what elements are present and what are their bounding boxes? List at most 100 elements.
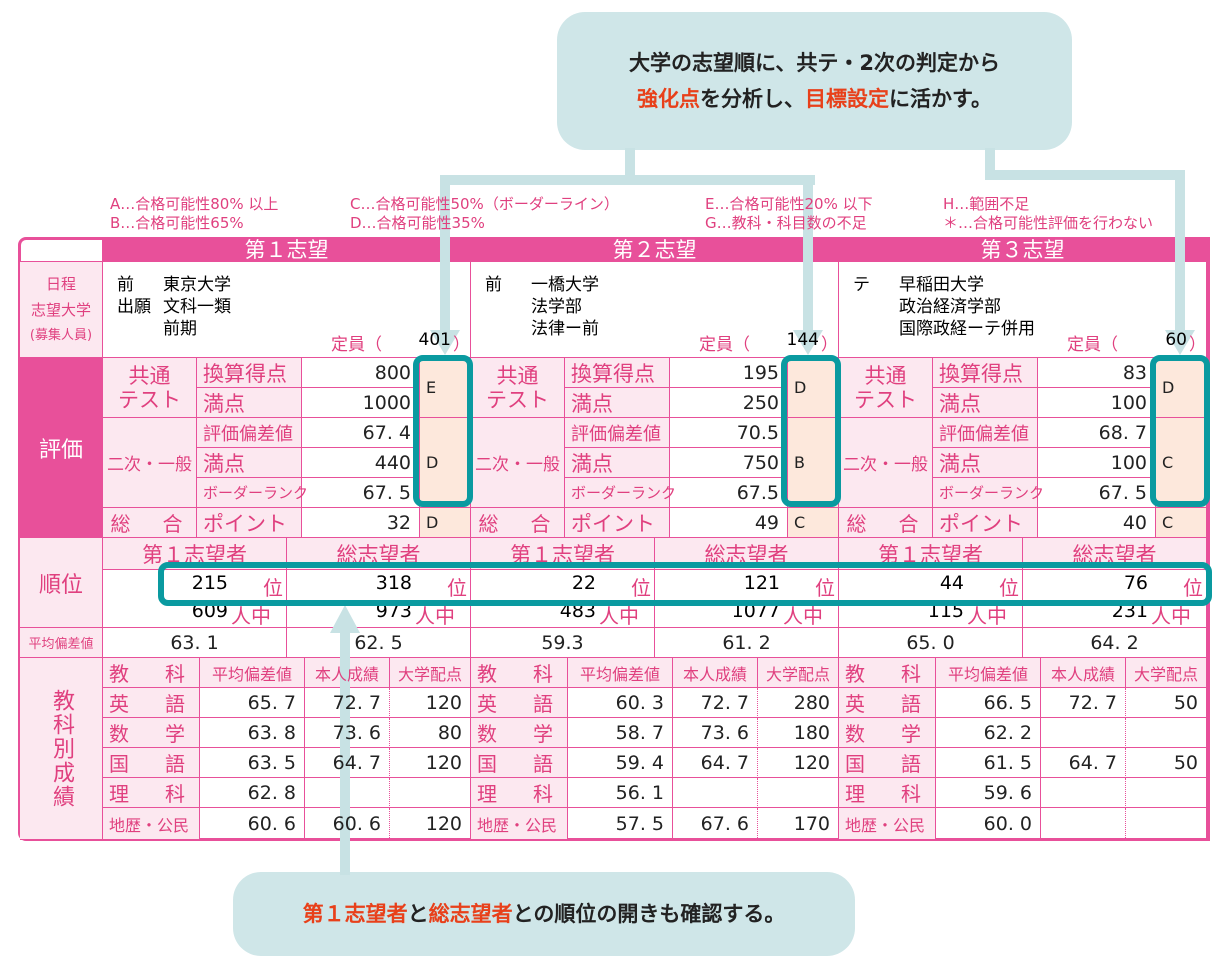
subject-name: 地歴・公民 bbox=[471, 808, 568, 840]
subject-name-text: 国 語 bbox=[477, 752, 561, 776]
total-grade-text: D bbox=[426, 513, 439, 532]
eval-value-text: 67. 5 bbox=[1098, 481, 1147, 504]
subject-value bbox=[1126, 808, 1207, 840]
subject-value-text: 59. 4 bbox=[615, 751, 664, 774]
university-text-text: 政治経済学部 bbox=[899, 297, 1001, 317]
callout-line: 大学の志望順に、共テ・2次の判定から bbox=[629, 51, 1000, 75]
rank-unit-text: 位 bbox=[263, 576, 283, 600]
callout-text: に活かす。 bbox=[889, 87, 992, 111]
subject-name: 地歴・公民 bbox=[839, 808, 936, 840]
eval-row-label-text: 満点 bbox=[939, 451, 981, 476]
avg-dev-value-text: 64. 2 bbox=[1090, 631, 1139, 654]
count-unit-text: 人中 bbox=[783, 604, 823, 628]
common-test-label: 共通テスト bbox=[471, 358, 565, 418]
subject-col-header: 平均偏差値 bbox=[200, 658, 305, 688]
common-test-grade-text: D bbox=[1162, 378, 1175, 397]
eval-row-label-text: 満点 bbox=[571, 391, 613, 416]
subject-value: 60. 3 bbox=[568, 688, 673, 718]
common-test-label: 共通テスト bbox=[103, 358, 197, 418]
subject-value: 59. 6 bbox=[936, 778, 1041, 808]
subject-value-text: 60. 6 bbox=[332, 812, 381, 835]
subject-value-text: 64. 7 bbox=[700, 751, 749, 774]
schedule-text bbox=[485, 292, 525, 314]
capacity-close-text: ） bbox=[453, 335, 470, 355]
subject-col-header-text: 大学配点 bbox=[1133, 664, 1198, 684]
subject-name: 理 科 bbox=[471, 778, 568, 808]
rank-unit-text: 位 bbox=[815, 576, 835, 600]
second-exam-label: 二次・一般 bbox=[471, 418, 565, 508]
subject-value-text: 170 bbox=[793, 812, 830, 835]
eval-row-label-text: 満点 bbox=[571, 451, 613, 476]
eval-value-text: 100 bbox=[1110, 391, 1147, 414]
subject-value: 59. 4 bbox=[568, 748, 673, 778]
university-text: 政治経済学部 bbox=[899, 292, 1139, 317]
subject-value: 120 bbox=[390, 748, 471, 778]
callout-line: 強化点を分析し、目標設定に活かす。 bbox=[637, 81, 992, 117]
second-exam-grade-text: D bbox=[426, 453, 439, 472]
total-label-text: 総 合 bbox=[110, 512, 189, 536]
row-label-text: 日程 bbox=[45, 274, 76, 293]
subject-value-text: 180 bbox=[793, 721, 830, 744]
subject-col-header: 平均偏差値 bbox=[568, 658, 673, 688]
subject-col-header-text: 本人成績 bbox=[1050, 664, 1115, 684]
subject-value bbox=[1126, 778, 1207, 808]
rank-value: 22 bbox=[471, 572, 596, 598]
callout-text: 総志望者 bbox=[428, 902, 513, 926]
eval-row-label: ボーダーランク bbox=[933, 478, 1044, 508]
label-text: 共通 bbox=[496, 363, 539, 388]
subject-value-text: 62. 8 bbox=[247, 781, 296, 804]
callout-text: 目標設定 bbox=[805, 87, 890, 111]
eval-row-label-text: 満点 bbox=[203, 391, 245, 416]
eval-row-label-text: ボーダーランク bbox=[571, 484, 677, 502]
grade-legend-item: D…合格可能性35% bbox=[350, 214, 485, 232]
subject-col-header: 大学配点 bbox=[758, 658, 839, 688]
eval-row-label-text: 評価偏差値 bbox=[203, 423, 293, 445]
arrow-down-icon bbox=[793, 330, 823, 355]
common-test-grade: D bbox=[788, 358, 839, 418]
subject-name: 数 学 bbox=[471, 718, 568, 748]
subject-value: 170 bbox=[758, 808, 839, 840]
subject-value-text: 80 bbox=[437, 721, 462, 744]
avg-dev-value-text: 63. 1 bbox=[170, 631, 219, 654]
count-unit-text: 人中 bbox=[231, 604, 271, 628]
rank-value-text: 44 bbox=[939, 572, 964, 594]
subject-name-text: 地歴・公民 bbox=[477, 815, 558, 835]
eval-value: 67.5 bbox=[670, 478, 788, 508]
callout-text: との順位の開きも確認する。 bbox=[512, 902, 786, 926]
subject-value: 62. 2 bbox=[936, 718, 1041, 748]
subject-value: 63. 8 bbox=[200, 718, 305, 748]
subject-name-text: 国 語 bbox=[109, 752, 193, 776]
eval-row-label: ポイント bbox=[933, 508, 1038, 538]
subject-col-header: 教 科 bbox=[471, 658, 568, 688]
rank-unit-text: 位 bbox=[631, 576, 651, 600]
highlight-box bbox=[781, 355, 841, 507]
subject-value-text: 56. 1 bbox=[615, 781, 664, 804]
subject-value: 50 bbox=[1126, 688, 1207, 718]
schedule-text bbox=[117, 314, 157, 336]
eval-row-label-text: 満点 bbox=[203, 451, 245, 476]
eval-row-label-text: 評価偏差値 bbox=[939, 423, 1029, 445]
subject-col-header-text: 大学配点 bbox=[397, 664, 462, 684]
second-exam-grade-text: C bbox=[1162, 453, 1174, 472]
rank-cell bbox=[839, 570, 1023, 628]
subject-value-text: 57. 5 bbox=[615, 812, 664, 835]
highlight-box bbox=[413, 355, 473, 507]
eval-value: 67. 4 bbox=[302, 418, 420, 448]
eval-row-label: 評価偏差値 bbox=[565, 418, 670, 448]
subject-value: 58. 7 bbox=[568, 718, 673, 748]
eval-row-label: 満点 bbox=[933, 448, 1038, 478]
subject-value bbox=[1041, 808, 1126, 840]
schedule-text bbox=[853, 314, 893, 336]
schedule-text bbox=[853, 292, 893, 314]
subject-name: 国 語 bbox=[839, 748, 936, 778]
count-unit: 人中 bbox=[1151, 600, 1207, 628]
rank-value: 44 bbox=[839, 572, 964, 598]
subject-value-text: 50 bbox=[1173, 751, 1198, 774]
avg-dev-value-text: 65. 0 bbox=[906, 631, 955, 654]
subject-name-text: 国 語 bbox=[845, 752, 929, 776]
eval-value: 250 bbox=[670, 388, 788, 418]
university-text-text: 法律ー前 bbox=[531, 319, 599, 339]
subject-name-text: 数 学 bbox=[109, 722, 193, 746]
subject-value-text: 59. 6 bbox=[983, 781, 1032, 804]
subject-col-header: 本人成績 bbox=[1041, 658, 1126, 688]
